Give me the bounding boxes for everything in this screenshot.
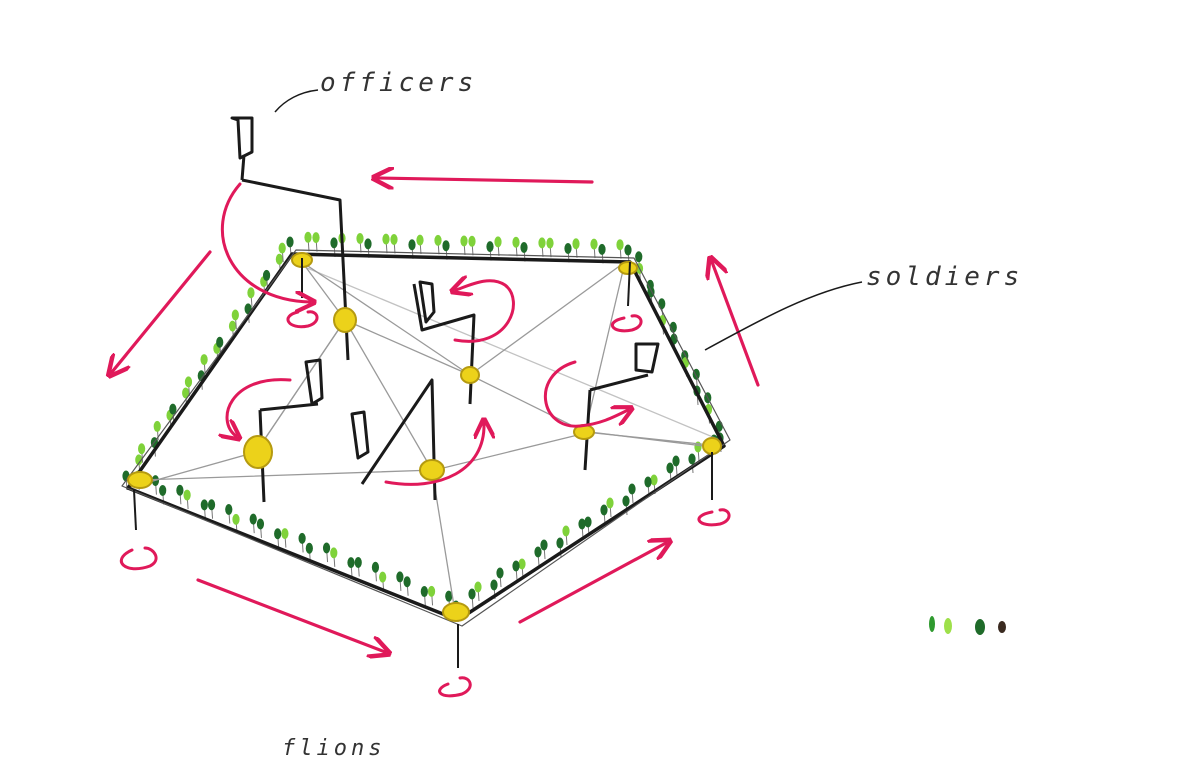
rotation-arrows [222, 184, 628, 484]
bottom-label: flions [282, 736, 385, 761]
soldier-dot-icon [688, 454, 695, 465]
soldier-dot-icon [658, 298, 665, 309]
soldier-dot-icon [468, 589, 475, 600]
soldier-dot-icon [138, 443, 145, 454]
soldier-dot-icon [185, 376, 192, 387]
soldier-dot-icon [208, 499, 215, 510]
gold-marker [128, 472, 152, 488]
soldier-dot-icon [540, 540, 547, 551]
soldier-dot-icon [590, 239, 597, 250]
soldier-dot-icon [356, 233, 363, 244]
soldier-dot-icon [232, 514, 239, 525]
soldier-dot-icon [176, 485, 183, 496]
soldier-dot-icon [263, 270, 270, 281]
soldier-dot-icon [622, 496, 629, 507]
soldier-dot-icon [390, 234, 397, 245]
gold-marker [461, 367, 479, 383]
soldier-dot-icon [562, 526, 569, 537]
soldier-dot-icon [468, 236, 475, 247]
gold-marker [619, 262, 637, 274]
soldier-dot-icon [512, 237, 519, 248]
soldier-dot-icon [494, 236, 501, 247]
soldier-dot-icon [404, 576, 411, 587]
soldier-dot-icon [379, 572, 386, 583]
soldier-dot-icon [159, 485, 166, 496]
soldier-dot-icon [396, 571, 403, 582]
soldier-dot-icon [572, 238, 579, 249]
gold-marker [443, 603, 469, 621]
soldier-dot-icon [247, 287, 254, 298]
soldier-legend [929, 616, 1006, 635]
soldier-dot-icon [232, 310, 239, 321]
gold-marker [420, 460, 444, 480]
soldier-dot-icon [460, 236, 467, 247]
soldier-dot-icon [474, 582, 481, 593]
soldier-dot-icon [416, 235, 423, 246]
soldier-dot-icon [184, 490, 191, 501]
soldier-dot-icon [276, 254, 283, 265]
soldier-dot-icon [200, 354, 207, 365]
soldier-dot-icon [518, 559, 525, 570]
officer-poles [232, 118, 658, 502]
soldier-dot-icon [584, 517, 591, 528]
soldier-dot-icon [496, 568, 503, 579]
soldier-dot-icon [486, 241, 493, 252]
soldier-dot-icon [154, 421, 161, 432]
soldier-dot-icon [299, 533, 306, 544]
soldier-dot-icon [364, 238, 371, 249]
soldier-dot-icon [372, 562, 379, 573]
soldier-dot-icon [428, 586, 435, 597]
soldier-dot-icon [216, 337, 223, 348]
soldier-dot-icon [408, 239, 415, 250]
soldier-dot-icon [616, 239, 623, 250]
soldier-dot-icon [672, 456, 679, 467]
soldier-dot-icon [355, 557, 362, 568]
soldier-dot-icon [666, 463, 673, 474]
soldier-dot-icon [225, 504, 232, 515]
soldier-dot-icon [628, 484, 635, 495]
soldier-dot-icon [229, 321, 236, 332]
soldier-dot-icon [347, 557, 354, 568]
gold-marker [334, 308, 356, 332]
soldier-dot-icon [442, 240, 449, 251]
soldier-dot-icon [250, 514, 257, 525]
soldier-dot-icon [274, 528, 281, 539]
soldier-dot-icon [538, 237, 545, 248]
soldier-dot-icon [650, 475, 657, 486]
soldier-dot-icon [279, 243, 286, 254]
soldier-dot-icon [624, 245, 631, 256]
officers-label: officers [320, 68, 477, 98]
soldier-dot-icon [323, 543, 330, 554]
soldier-dot-icon [286, 237, 293, 248]
soldiers-label: soldiers [866, 262, 1023, 292]
soldier-dot-icon [564, 243, 571, 254]
soldier-dot-icon [330, 237, 337, 248]
soldier-dot-icon [434, 235, 441, 246]
soldier-dot-icon [644, 477, 651, 488]
soldier-dot-icon [281, 528, 288, 539]
gold-marker [244, 436, 272, 468]
soldier-dot-icon [606, 498, 613, 509]
soldier-dot-icon [421, 586, 428, 597]
soldier-dot-icon [257, 518, 264, 529]
soldier-dot-icon [598, 244, 605, 255]
soldier-dot-icon [312, 232, 319, 243]
soldier-dot-icon [306, 543, 313, 554]
soldier-dot-icon [556, 538, 563, 549]
soldier-dot-icon [201, 499, 208, 510]
soldier-dot-icon [512, 561, 519, 572]
label-leaders [275, 90, 862, 350]
soldier-dot-icon [534, 547, 541, 558]
soldier-dot-icon [382, 234, 389, 245]
soldier-dot-icon [330, 547, 337, 558]
soldier-dot-icon [600, 505, 607, 516]
soldier-dot-icon [304, 232, 311, 243]
soldier-dot-icon [490, 580, 497, 591]
soldier-dot-icon [520, 242, 527, 253]
soldier-dot-icon [635, 251, 642, 262]
gold-marker [703, 438, 721, 454]
soldier-dot-icon [546, 238, 553, 249]
soldier-dot-icon [578, 519, 585, 530]
